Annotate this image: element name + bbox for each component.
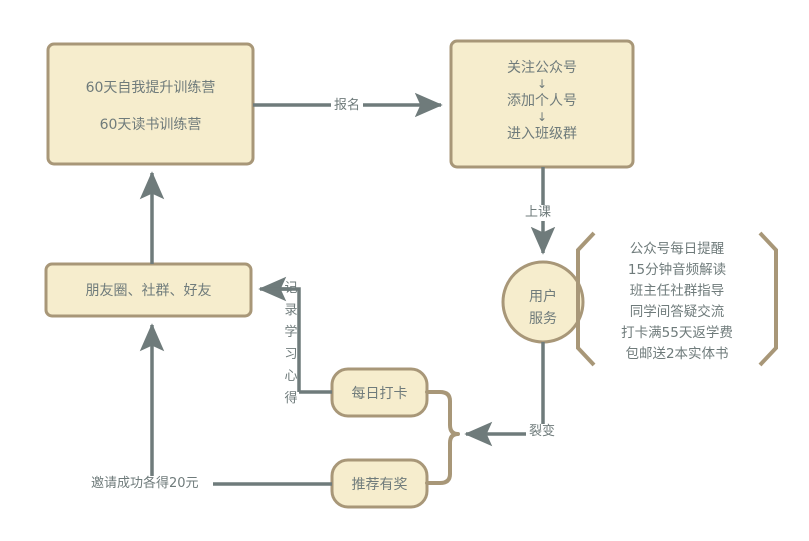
camp-label-line2: 60天读书训练营 [99,117,202,133]
panel-line-3: 班主任社群指导 [629,283,725,299]
onboarding-label-line3: 进入班级群 [507,126,577,142]
node-social-box[interactable] [44,262,253,318]
node-social-label: 朋友圈、社群、好友 [85,283,212,299]
edge-label-signup: 报名 [331,98,364,114]
info-panel: 公众号每日提醒 15分钟音频解读 班主任社群指导 同学间答疑交流 打卡满55天返… [598,239,756,365]
panel-line-2: 15分钟音频解读 [627,262,727,278]
share-notes-char-6: 得 [284,391,298,406]
share-notes-char-4: 习 [284,347,298,362]
camp-label-line1: 60天自我提升训练营 [85,80,216,96]
edge-label-share-notes: 记录学习心得 [283,278,299,410]
share-notes-char-5: 心 [284,369,298,384]
pill-join-brace [425,390,460,485]
panel-right-bracket [758,231,778,367]
onboarding-label-line2: 添加个人号 [507,93,577,109]
panel-line-5: 打卡满55天返学费 [621,325,733,341]
panel-line-4: 同学间答疑交流 [629,304,725,320]
node-onboarding-label: 关注公众号 ↓ 添加个人号 ↓ 进入班级群 [451,58,633,144]
node-daily-checkin-label: 每日打卡 [351,386,408,402]
panel-line-6: 包邮送2本实体书 [625,346,729,362]
share-notes-char-3: 学 [284,325,298,340]
down-arrow-icon-1: ↓ [536,77,548,91]
edge-share-notes-path [268,287,301,392]
share-notes-char-1: 记 [284,281,298,296]
edge-label-invite-reward: 邀请成功各得20元 [88,476,202,492]
share-notes-char-2: 录 [284,303,298,318]
node-referral-reward-label: 推荐有奖 [351,477,408,493]
down-arrow-icon-2: ↓ [536,110,548,124]
user-service-line2: 服务 [529,311,557,327]
panel-line-1: 公众号每日提醒 [629,241,725,257]
user-service-line1: 用户 [529,289,557,305]
edge-label-class: 上课 [522,205,555,221]
onboarding-label-line1: 关注公众号 [507,60,577,76]
node-user-service-label: 用户 服务 [503,286,583,330]
edge-label-fission: 裂变 [526,424,559,440]
node-camp-label: 60天自我提升训练营 60天读书训练营 [48,76,253,138]
panel-left-bracket [576,231,596,367]
